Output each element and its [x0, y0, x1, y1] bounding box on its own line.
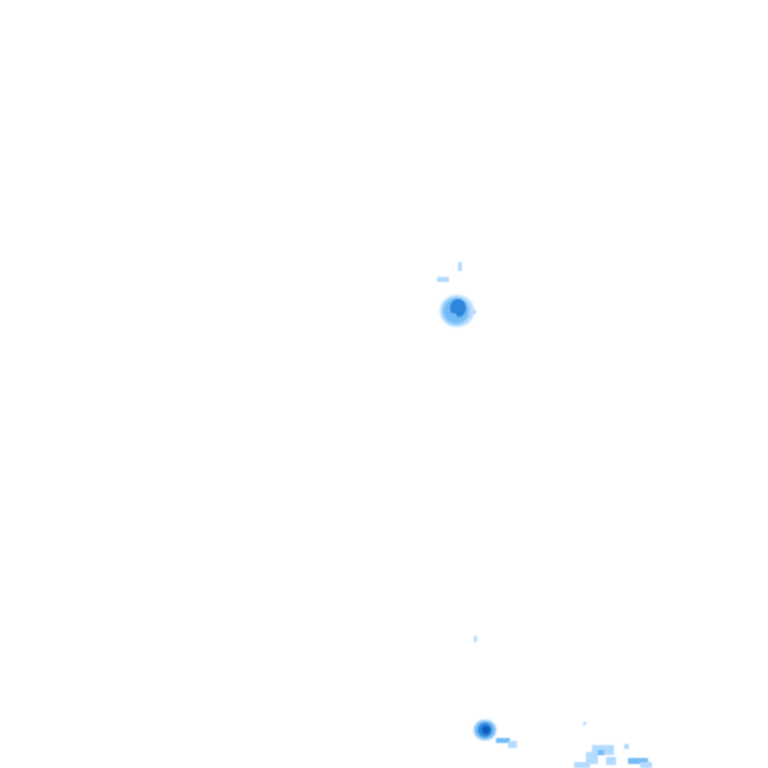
- precip-cell-north: [437, 262, 476, 327]
- precip-cell-south: [474, 636, 517, 748]
- precip-cluster-southeast: [574, 722, 652, 768]
